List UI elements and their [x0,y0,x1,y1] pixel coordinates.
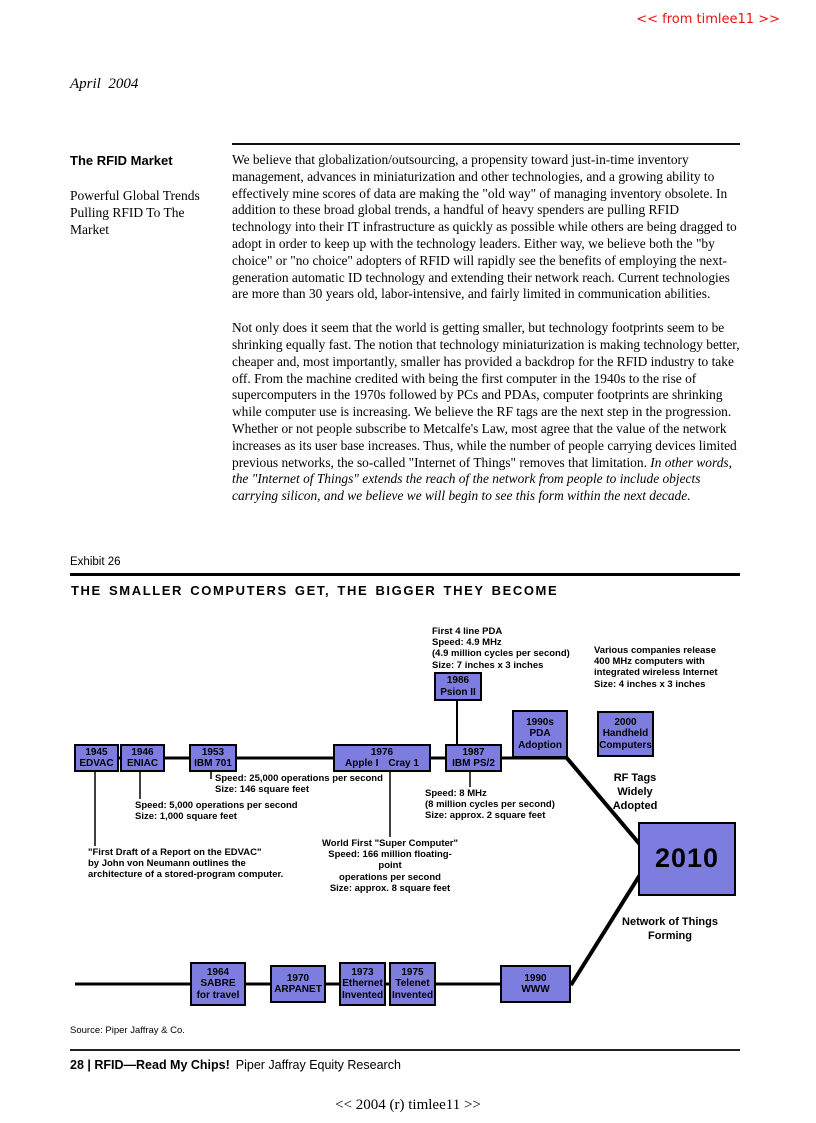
box-year: 1990s [526,716,554,728]
source-note: Source: Piper Jaffray & Co. [70,1025,185,1036]
box-label: Psion II [440,686,476,698]
box-year: 2000 [614,716,637,728]
paragraph-2: Not only does it seem that the world is … [232,320,740,505]
report-date: April 2004 [70,76,139,92]
timeline-box-edvac: 1945 EDVAC [74,744,119,772]
box-year: 1973 [351,966,374,978]
box-label: WWW [521,984,550,995]
box-year: 2010 [654,843,720,874]
exhibit-divider [70,573,740,576]
exhibit-title: THE SMALLER COMPUTERS GET, THE BIGGER TH… [71,583,559,598]
note-psion: First 4 line PDA Speed: 4.9 MHz (4.9 mil… [432,626,570,671]
timeline-box-ibm701: 1953 IBM 701 [189,744,237,772]
box-label-pair: Apple I Cray 1 [335,758,429,770]
box-label-cray: Cray 1 [388,758,419,769]
box-label: EDVAC [79,758,114,769]
timeline-box-pda: 1990s PDA Adoption [512,710,568,758]
box-label-apple: Apple I [345,758,379,769]
section-subheading: Powerful Global Trends Pulling RFID To T… [70,188,200,237]
timeline-box-handheld: 2000 Handheld Computers [597,711,654,757]
timeline-box-apple-cray: 1976 Apple I Cray 1 [333,744,431,772]
watermark-top: << from timlee11 >> [636,12,780,27]
box-year: 1946 [131,746,154,758]
box-year: 1953 [201,746,225,758]
box-label: ARPANET [274,984,322,995]
paragraph-2-regular: Not only does it seem that the world is … [232,320,740,470]
timeline-box-2010: 2010 [638,822,736,896]
watermark-bottom: << 2004 (r) timlee11 >> [335,1097,481,1113]
note-ibm701: Speed: 25,000 operations per second Size… [215,773,383,796]
footer-divider [70,1049,740,1051]
timeline-top-fork [564,755,650,856]
box-label: SABRE for travel [196,978,240,1001]
header-divider [232,143,740,145]
box-year: 1964 [206,966,230,978]
body-text: We believe that globalization/outsourcin… [232,152,740,522]
footer-firm-name: Piper Jaffray Equity Research [235,1058,401,1072]
timeline-box-psion: 1986 Psion II [434,672,482,701]
timeline-box-ps2: 1987 IBM PS/2 [445,744,502,772]
box-year: 1987 [462,746,485,758]
timeline-box-telenet: 1975 Telenet Invented [389,962,436,1006]
box-year: 1976 [370,746,394,758]
box-label: PDA Adoption [518,728,562,751]
exhibit-label: Exhibit 26 [70,556,121,568]
footer-report-title: 28 | RFID—Read My Chips! [70,1058,230,1072]
paragraph-2-italic: In other words, the "Internet of Things"… [232,454,732,504]
box-label: Handheld Computers [599,728,652,751]
note-ps2: Speed: 8 MHz (8 million cycles per secon… [425,788,555,822]
box-year: 1975 [401,966,424,978]
box-label: ENIAC [126,758,159,769]
note-network-of-things: Network of Things Forming [622,916,718,942]
paragraph-1: We believe that globalization/outsourcin… [232,152,737,302]
note-eniac: Speed: 5,000 operations per second Size:… [135,800,298,823]
box-label: IBM PS/2 [452,758,495,769]
box-year: 1970 [286,972,310,984]
box-label: IBM 701 [194,758,232,769]
timeline-bottom-fork [569,860,650,987]
box-label: Telenet Invented [391,978,434,1001]
page-footer: 28 | RFID—Read My Chips! Piper Jaffray Eq… [70,1058,401,1072]
section-heading: The RFID Market [70,153,173,168]
timeline-box-eniac: 1946 ENIAC [120,744,165,772]
box-year: 1945 [85,746,108,758]
note-rf-tags: RF Tags Widely Adopted [612,772,658,812]
note-edvac: "First Draft of a Report on the EDVAC" b… [88,847,284,881]
timeline-box-ethernet: 1973 Ethernet Invented [339,962,386,1006]
box-label: Ethernet Invented [341,978,384,1001]
timeline-diagram: 1945 EDVAC 1946 ENIAC 1953 IBM 701 1976 … [0,600,816,1025]
note-handheld: Various companies release 400 MHz comput… [594,645,718,690]
timeline-box-www: 1990 WWW [500,965,571,1003]
timeline-box-arpanet: 1970 ARPANET [270,965,326,1003]
note-cray: World First "Super Computer" Speed: 166 … [321,838,459,894]
box-year: 1986 [446,675,470,686]
timeline-box-sabre: 1964 SABRE for travel [190,962,246,1006]
box-year: 1990 [524,972,547,984]
